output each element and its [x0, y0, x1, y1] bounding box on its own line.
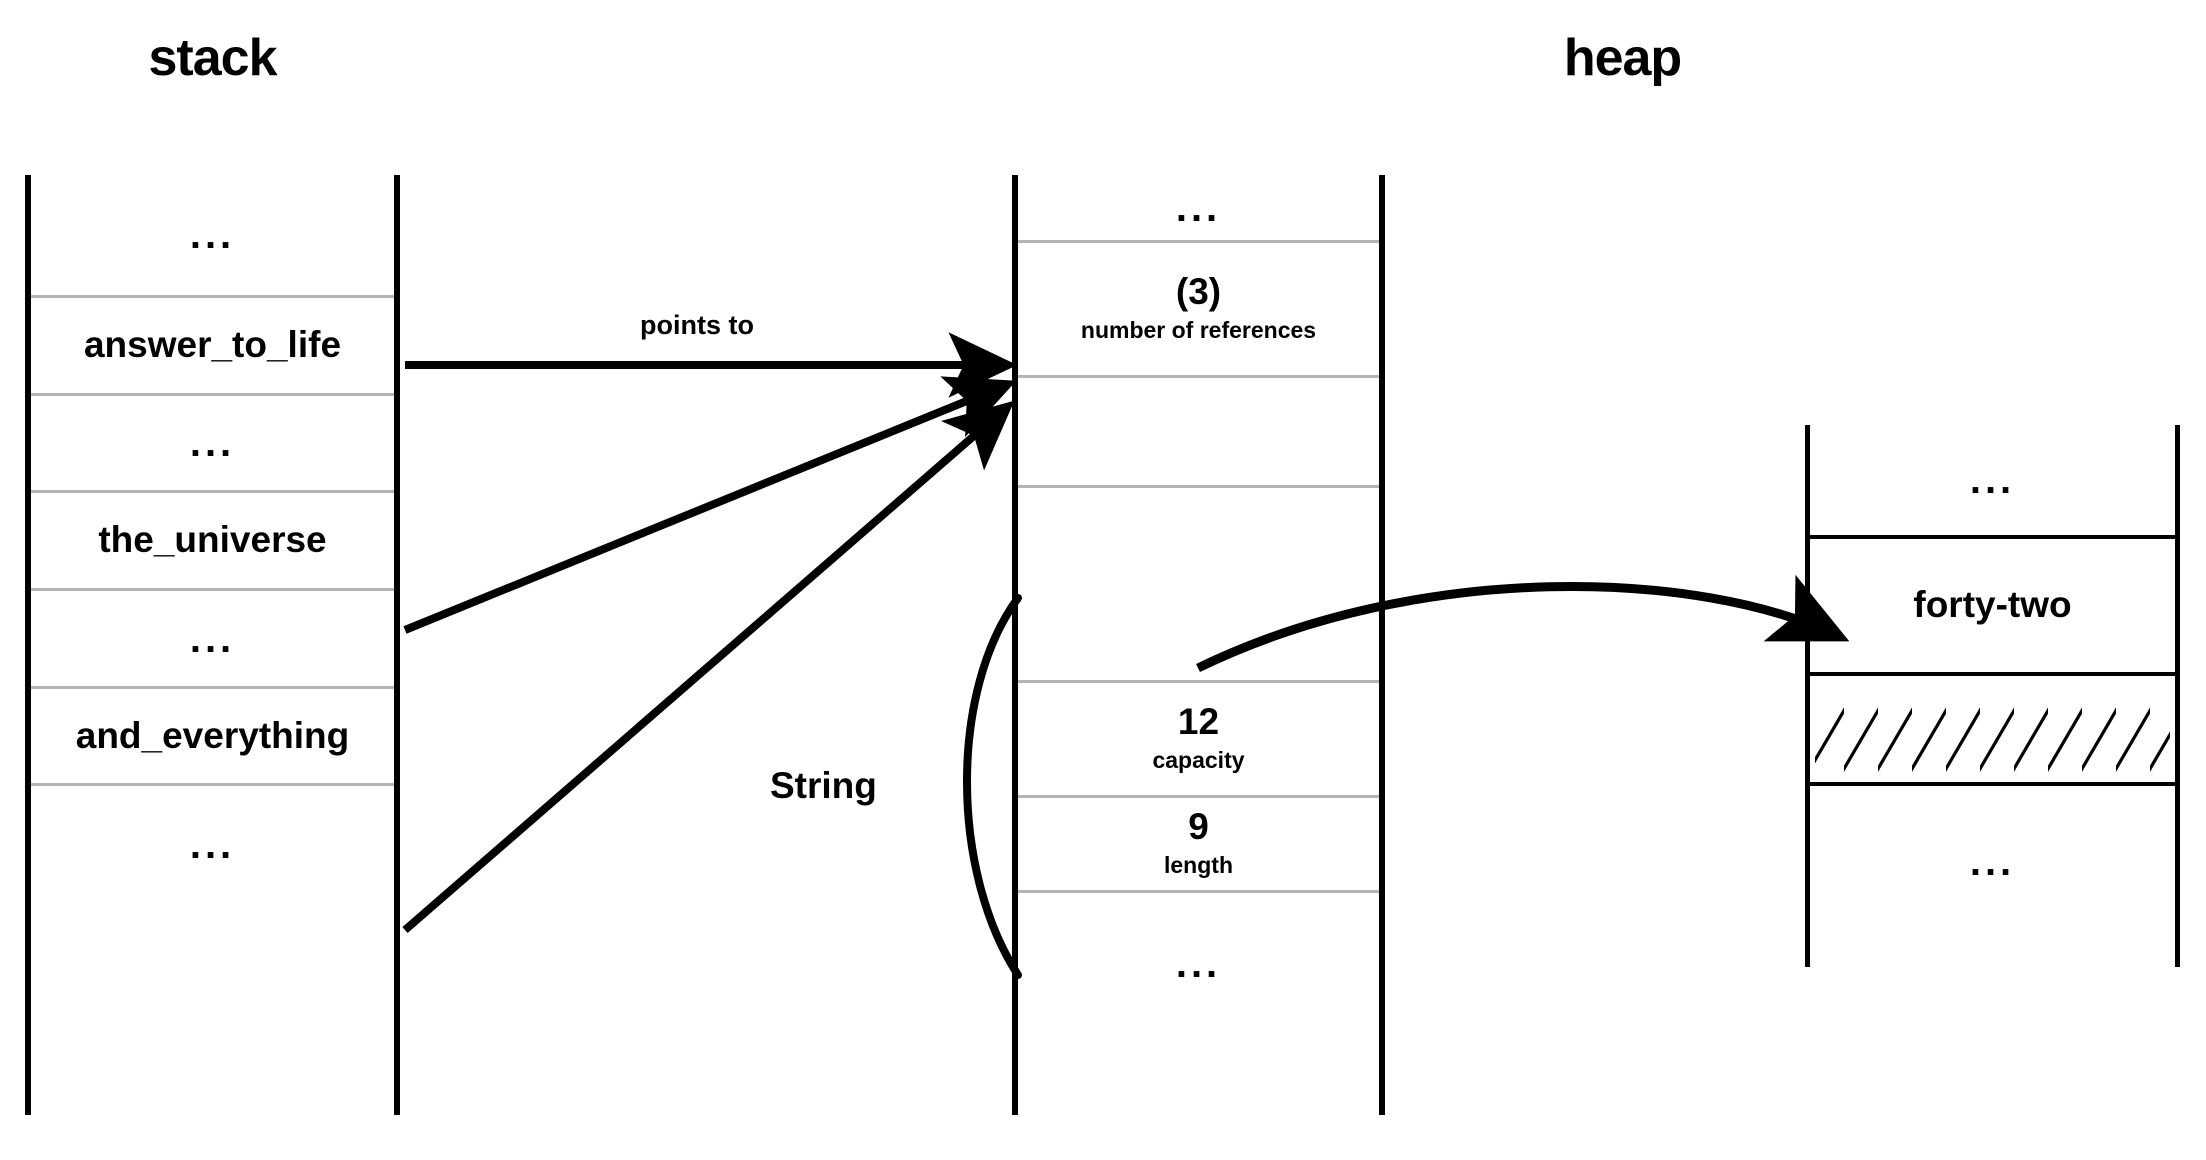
- string-brace-label: String: [770, 765, 877, 806]
- arrow-the-universe: [403, 376, 1017, 634]
- capacity-value: 12: [1177, 701, 1220, 743]
- stack-slot-ellipsis-bottom: ...: [31, 783, 394, 903]
- string-brace-icon: [963, 594, 1022, 979]
- stack-title: stack: [148, 29, 278, 87]
- stack-slot-the-universe: the_universe: [31, 490, 394, 588]
- stack-column: ... answer_to_life ... the_universe ... …: [25, 175, 400, 1115]
- string-slot-length: 9 length: [1018, 795, 1379, 890]
- points-to-label: points to: [640, 310, 754, 340]
- heap-column: ... forty-two ...: [1805, 425, 2180, 967]
- length-value: 9: [1188, 806, 1209, 848]
- ellipsis-text: ...: [189, 421, 236, 465]
- heap-slot-ellipsis-bottom: ...: [1810, 782, 2175, 967]
- string-slot-ellipsis-top: ...: [1018, 175, 1379, 240]
- heap-slot-ellipsis-top: ...: [1810, 425, 2175, 535]
- stack-variable-label: the_universe: [98, 519, 327, 561]
- string-slot-ellipsis-bottom: ...: [1018, 890, 1379, 1115]
- stack-slot-ellipsis-top: ...: [31, 175, 394, 295]
- capacity-caption: capacity: [1152, 747, 1245, 774]
- refcount-value: (3): [1175, 271, 1222, 313]
- ellipsis-text: ...: [1969, 458, 2016, 502]
- string-slot-blank-2: [1018, 485, 1379, 680]
- stack-variable-label: answer_to_life: [83, 324, 342, 366]
- string-struct-column: ... (3) number of references 12 capacity…: [1012, 175, 1385, 1115]
- ellipsis-text: ...: [1969, 839, 2016, 884]
- stack-slot-and-everything: and_everything: [31, 686, 394, 783]
- heap-title: heap: [1563, 29, 1682, 87]
- stack-slot-answer-to-life: answer_to_life: [31, 295, 394, 393]
- refcount-caption: number of references: [1080, 317, 1317, 344]
- hatch-pattern-icon: [1815, 684, 2170, 778]
- ellipsis-text: ...: [189, 213, 236, 257]
- ellipsis-text: ...: [189, 822, 236, 867]
- string-slot-refcount: (3) number of references: [1018, 240, 1379, 375]
- heap-value-label: forty-two: [1913, 584, 2072, 626]
- heap-slot-hatched: [1810, 672, 2175, 782]
- ellipsis-text: ...: [1175, 942, 1222, 986]
- stack-slot-ellipsis-3: ...: [31, 588, 394, 686]
- ellipsis-text: ...: [1175, 185, 1222, 230]
- length-caption: length: [1164, 852, 1233, 879]
- string-slot-blank-1: [1018, 375, 1379, 485]
- heap-slot-forty-two: forty-two: [1810, 535, 2175, 672]
- ellipsis-text: ...: [189, 616, 236, 661]
- string-slot-capacity: 12 capacity: [1018, 680, 1379, 795]
- stack-slot-ellipsis-2: ...: [31, 393, 394, 490]
- arrow-and-everything: [402, 400, 1015, 934]
- stack-variable-label: and_everything: [75, 714, 350, 756]
